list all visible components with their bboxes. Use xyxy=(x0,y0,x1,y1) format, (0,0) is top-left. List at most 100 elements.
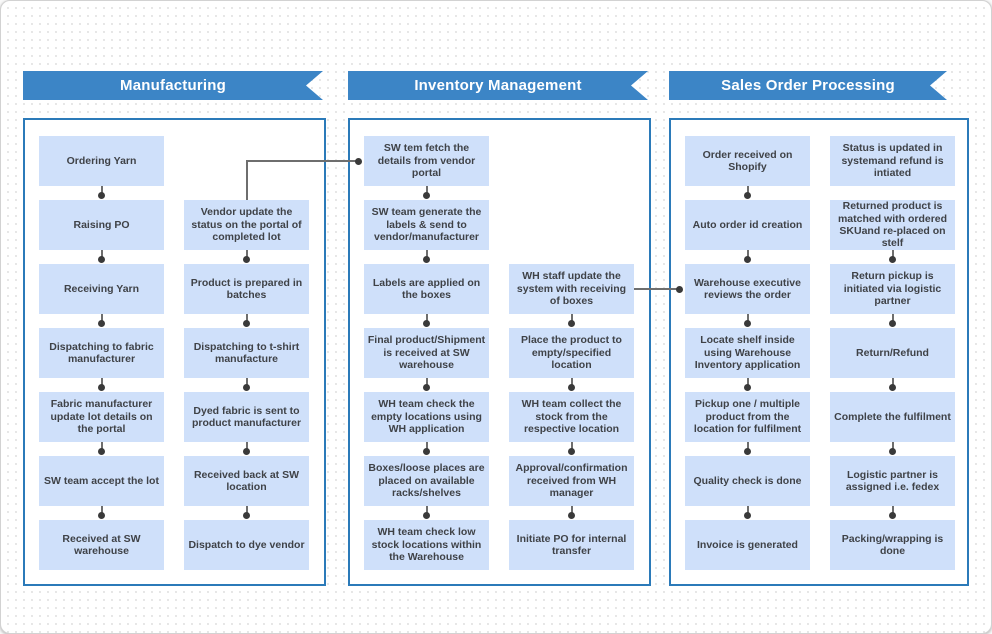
flow-box: Warehouse executive reviews the order xyxy=(685,264,810,314)
flow-box-label: Warehouse executive reviews the order xyxy=(694,276,801,301)
flow-box: Boxes/loose places are placed on availab… xyxy=(364,456,489,506)
flow-box-label: Fabric manufacturer update lot details o… xyxy=(50,398,153,436)
flow-box-label: Returned product is matched with ordered… xyxy=(837,200,948,250)
flow-box-label: Locate shelf inside using Warehouse Inve… xyxy=(694,334,801,372)
flow-box-label: Approval/confirmation received from WH m… xyxy=(515,462,628,500)
flow-box: SW team accept the lot xyxy=(39,456,164,506)
connector-dot xyxy=(98,512,105,519)
connector-dot xyxy=(355,158,362,165)
connector-line xyxy=(747,250,749,258)
flow-box-label: Auto order id creation xyxy=(692,218,803,231)
flow-box-label: Order received on Shopify xyxy=(702,148,793,173)
connector-dot xyxy=(243,384,250,391)
connector-line xyxy=(246,506,248,514)
connector-dot xyxy=(423,320,430,327)
connector-dot xyxy=(568,512,575,519)
connector-line xyxy=(892,250,894,258)
flow-box-label: Return pickup is initiated via logistic … xyxy=(843,270,942,308)
connector-dot xyxy=(676,286,683,293)
flow-box: Vendor update the status on the portal o… xyxy=(184,200,309,250)
flow-box: Packing/wrapping is done xyxy=(830,520,955,570)
flow-box-label: Invoice is generated xyxy=(697,538,798,551)
flow-box-label: Dispatching to fabric manufacturer xyxy=(49,340,154,365)
flow-box-label: Dispatch to dye vendor xyxy=(188,538,305,551)
flow-box-label: Initiate PO for internal transfer xyxy=(516,532,627,557)
flow-box-label: Pickup one / multiple product from the l… xyxy=(693,398,802,436)
connector-dot xyxy=(243,256,250,263)
connector-dot xyxy=(889,512,896,519)
connector-dot xyxy=(744,384,751,391)
flow-box-label: Ordering Yarn xyxy=(66,154,137,167)
flow-box-label: Complete the fulfilment xyxy=(834,410,951,423)
connector-line xyxy=(892,314,894,322)
connector-line xyxy=(892,506,894,514)
flow-box: Locate shelf inside using Warehouse Inve… xyxy=(685,328,810,378)
flow-box: Dispatch to dye vendor xyxy=(184,520,309,570)
flow-box-label: Received at SW warehouse xyxy=(62,532,141,557)
connector-dot xyxy=(889,320,896,327)
connector-line xyxy=(426,314,428,322)
connector-line xyxy=(571,314,573,322)
connector-dot xyxy=(889,448,896,455)
connector-dot xyxy=(423,256,430,263)
connector-line xyxy=(892,442,894,450)
flow-box-label: Received back at SW location xyxy=(193,468,300,493)
connector-line xyxy=(634,288,679,290)
lane-title: Inventory Management xyxy=(414,77,582,94)
connector-dot xyxy=(423,512,430,519)
connector-line xyxy=(747,378,749,386)
connector-dot xyxy=(98,320,105,327)
flow-box-label: Labels are applied on the boxes xyxy=(372,276,481,301)
flow-box-label: Dyed fabric is sent to product manufactu… xyxy=(191,404,302,429)
flow-box-label: WH team check the empty locations using … xyxy=(371,398,482,436)
connector-line xyxy=(571,506,573,514)
flow-box-label: Quality check is done xyxy=(693,474,802,487)
flow-box-label: Boxes/loose places are placed on availab… xyxy=(368,462,485,500)
flow-box-label: Place the product to empty/specified loc… xyxy=(521,334,622,372)
connector-line xyxy=(747,186,749,194)
flow-box: Dyed fabric is sent to product manufactu… xyxy=(184,392,309,442)
connector-dot xyxy=(243,320,250,327)
flow-box: Product is prepared in batches xyxy=(184,264,309,314)
connector-dot xyxy=(98,256,105,263)
flow-box: Logistic partner is assigned i.e. fedex xyxy=(830,456,955,506)
flow-box-label: SW team generate the labels & send to ve… xyxy=(371,206,482,244)
flow-box: Initiate PO for internal transfer xyxy=(509,520,634,570)
flow-box: Complete the fulfilment xyxy=(830,392,955,442)
connector-line xyxy=(892,378,894,386)
lane-banner-manufacturing: Manufacturing xyxy=(23,71,323,100)
flow-box: SW team generate the labels & send to ve… xyxy=(364,200,489,250)
connector-dot xyxy=(98,192,105,199)
connector-dot xyxy=(744,192,751,199)
connector-dot xyxy=(98,384,105,391)
connector-line xyxy=(426,442,428,450)
connector-line xyxy=(426,250,428,258)
flow-box: Auto order id creation xyxy=(685,200,810,250)
flow-box-label: Status is updated in systemand refund is… xyxy=(841,142,944,180)
flow-box: Return/Refund xyxy=(830,328,955,378)
flow-box: Return pickup is initiated via logistic … xyxy=(830,264,955,314)
connector-dot xyxy=(744,448,751,455)
flow-box-label: WH team collect the stock from the respe… xyxy=(521,398,622,436)
flow-box-label: Vendor update the status on the portal o… xyxy=(191,206,302,244)
flow-box-label: Raising PO xyxy=(73,218,130,231)
flow-box-label: Packing/wrapping is done xyxy=(841,532,944,557)
flow-box: Dispatching to fabric manufacturer xyxy=(39,328,164,378)
connector-dot xyxy=(423,192,430,199)
connector-line xyxy=(747,506,749,514)
flow-box: WH staff update the system with receivin… xyxy=(509,264,634,314)
flow-box-label: Dispatching to t-shirt manufacture xyxy=(193,340,300,365)
flow-box: Order received on Shopify xyxy=(685,136,810,186)
flow-box: Status is updated in systemand refund is… xyxy=(830,136,955,186)
connector-line xyxy=(101,314,103,322)
flow-box: Quality check is done xyxy=(685,456,810,506)
connector-dot xyxy=(889,384,896,391)
connector-dot xyxy=(423,384,430,391)
connector-line xyxy=(101,442,103,450)
flow-box: Place the product to empty/specified loc… xyxy=(509,328,634,378)
lane-banner-sales-order-processing: Sales Order Processing xyxy=(669,71,947,100)
connector-line xyxy=(246,378,248,386)
connector-dot xyxy=(243,512,250,519)
flow-box: Invoice is generated xyxy=(685,520,810,570)
connector-dot xyxy=(568,448,575,455)
